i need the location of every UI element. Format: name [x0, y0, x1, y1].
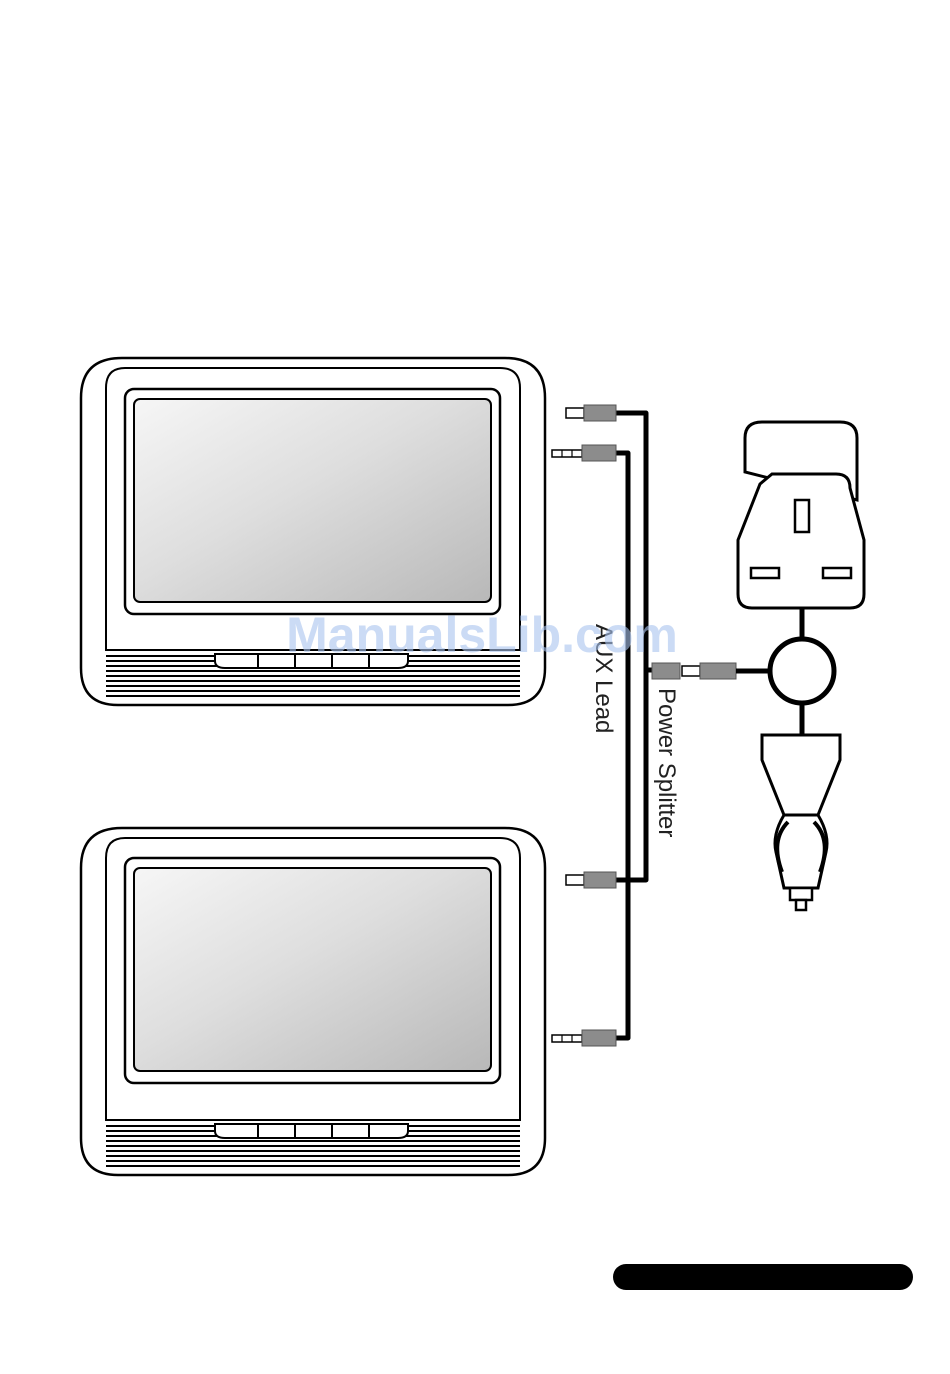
neutral-pin — [823, 568, 851, 578]
car-cigarette-plug-icon — [762, 735, 840, 910]
footer-bar — [613, 1264, 913, 1290]
screen — [134, 399, 491, 602]
power-plug-bottom — [566, 872, 616, 888]
splitter-input-connector — [652, 663, 736, 679]
uk-mains-plug-icon — [738, 422, 864, 608]
control-buttons — [215, 1124, 408, 1138]
bottom-monitor — [81, 828, 545, 1175]
watermark: ManualsLib.com — [286, 607, 678, 663]
earth-pin — [795, 500, 809, 532]
aux-jack-bottom — [552, 1030, 616, 1046]
live-pin — [751, 568, 779, 578]
power-splitter-label: Power Splitter — [653, 688, 680, 837]
power-adapter — [736, 608, 834, 735]
aux-lead-cable — [616, 453, 628, 1038]
adapter-hub — [770, 639, 834, 703]
screen — [134, 868, 491, 1071]
aux-jack-top — [552, 445, 616, 461]
power-plug-top — [566, 405, 616, 421]
